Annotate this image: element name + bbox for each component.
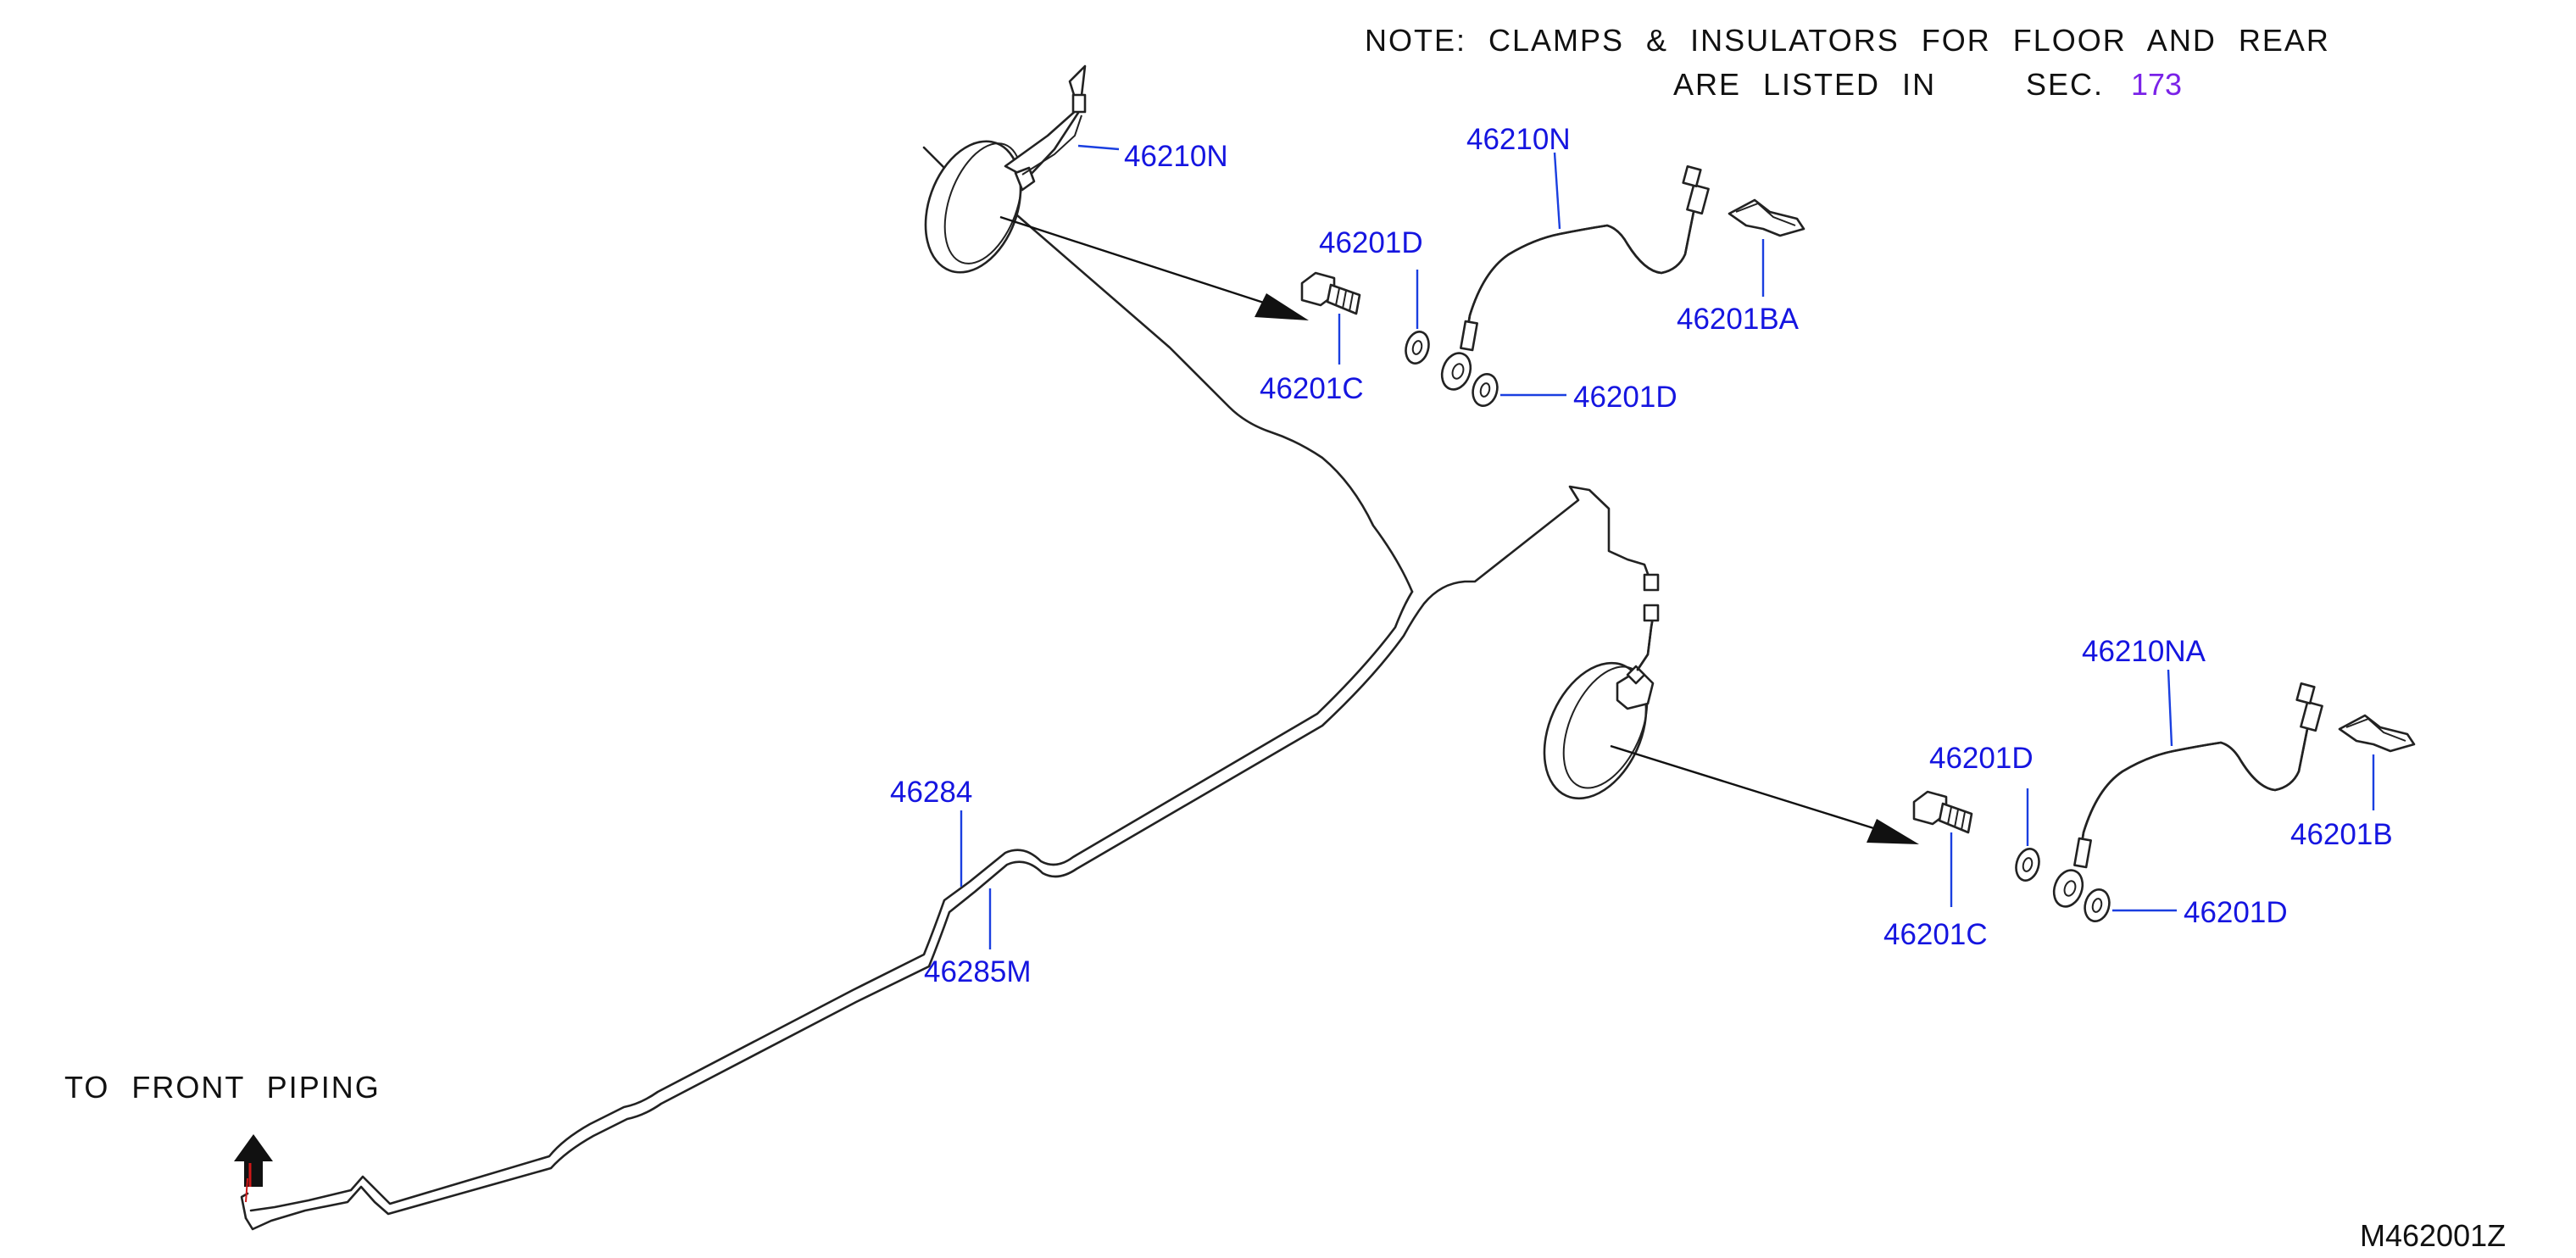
hose-upper (1440, 164, 1710, 391)
tube-46285m-path (244, 485, 1653, 1231)
note-sec-label: SEC. (2026, 67, 2104, 102)
callout-bolt-lower[interactable]: 46201C (1883, 918, 1988, 951)
diagram-id: M462001Z (2360, 1218, 2506, 1253)
callout-washer-lower-left[interactable]: 46201D (1929, 742, 2034, 775)
bolt-upper (1300, 271, 1361, 315)
front-piping-label: TO FRONT PIPING (64, 1070, 381, 1105)
callout-washer-lower-right[interactable]: 46201D (2184, 896, 2288, 929)
washer-upper-left (1405, 331, 1430, 365)
callout-hose-lower[interactable]: 46210NA (2082, 635, 2206, 668)
washer-lower-left (2015, 848, 2040, 882)
clip-upper (1728, 198, 1805, 237)
hose-upper-on-caliper-leader (1077, 144, 1120, 151)
front-piping-arrow (234, 1134, 273, 1203)
brake-tube-assembly (240, 146, 1660, 1231)
callout-clip-lower[interactable]: 46201B (2290, 818, 2393, 851)
callout-washer-upper-left[interactable]: 46201D (1319, 226, 1423, 259)
clip-lower (2338, 714, 2416, 753)
section-173-link[interactable]: 173 (2131, 67, 2182, 102)
tube-end-fitting (1643, 573, 1660, 592)
hose-upper-leader (1553, 152, 1561, 230)
washer-upper-right (1472, 372, 1499, 408)
upper-caliper (924, 64, 1087, 274)
note-line-2: ARE LISTED IN (1673, 67, 1936, 102)
note-line-1: NOTE: CLAMPS & INSULATORS FOR FLOOR AND … (1365, 23, 2330, 58)
callout-clip-upper[interactable]: 46201BA (1677, 303, 1800, 336)
callout-hose-upper-on-caliper[interactable]: 46210N (1124, 140, 1228, 173)
callout-tube-upper[interactable]: 46284 (890, 776, 972, 809)
callout-bolt-upper[interactable]: 46201C (1260, 372, 1364, 405)
upper-pointer-arrow (999, 215, 1309, 320)
hose-lower-leader (2167, 669, 2173, 747)
callout-tube-lower[interactable]: 46285M (924, 955, 1031, 988)
bolt-lower (1912, 790, 1973, 834)
lower-pointer-arrow (1610, 744, 1919, 844)
hose-lower (2052, 682, 2323, 908)
callout-hose-upper[interactable]: 46210N (1466, 123, 1571, 156)
callout-washer-upper-right[interactable]: 46201D (1573, 381, 1677, 414)
lower-caliper (1543, 604, 1660, 800)
tube-46284-path (249, 590, 1414, 1212)
washer-lower-right (2084, 888, 2111, 923)
